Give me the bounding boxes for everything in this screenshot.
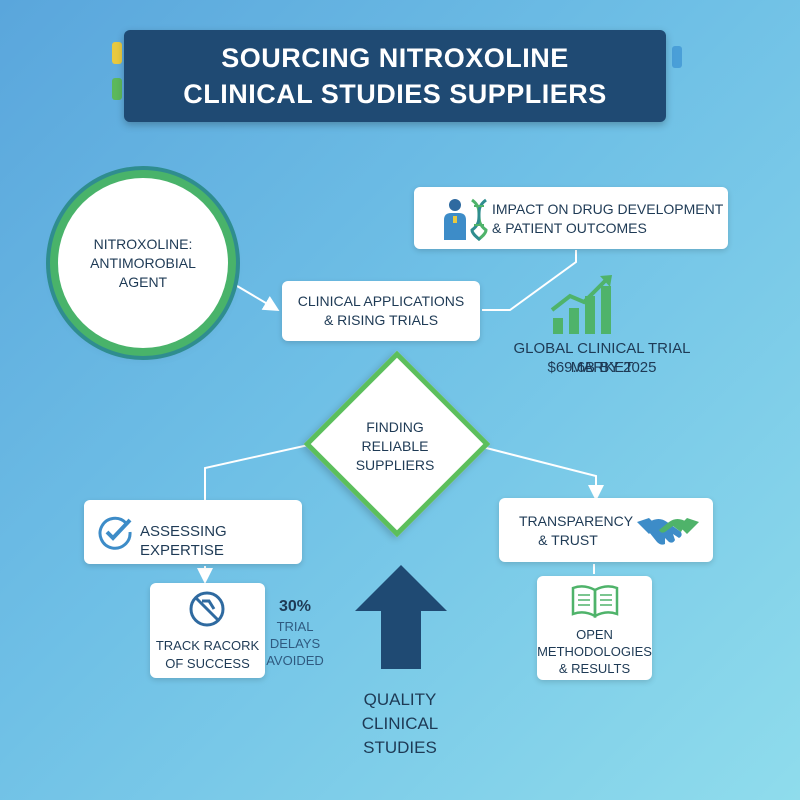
impact-line-2: & PATIENT OUTCOMES (492, 220, 647, 236)
open-book-icon (571, 585, 619, 619)
delays-line-1: TRIAL (276, 619, 314, 634)
finding-line-1: FINDING (366, 419, 424, 435)
agent-line-3: AGENT (118, 273, 168, 290)
track-line-1: TRACK RACORK (155, 638, 260, 653)
open-methodologies-card: OPEN METHODOLOGIES & RESULTS (537, 576, 652, 680)
title-banner: SOURCING NITROXOLINE CLINICAL STUDIES SU… (124, 30, 666, 122)
quality-line-2: CLINICAL (361, 714, 439, 733)
title-tab-yellow (112, 42, 122, 64)
connector-finding-to-expertise (204, 439, 332, 500)
agent-line-1: NITROXOLINE: (93, 235, 193, 252)
market-line-1: GLOBAL CLINICAL TRIAL MARKET (513, 340, 691, 376)
title-tab-green (112, 78, 122, 100)
open-line-2: METHODOLOGIES (537, 644, 652, 659)
up-arrow-icon (355, 565, 447, 669)
clinical-applications-line-1: CLINICAL APPLICATIONS (297, 293, 465, 309)
quality-line-1: QUALITY (363, 690, 437, 709)
finding-line-2: RELIABLE (361, 438, 429, 454)
impact-line-1: IMPACT ON DRUG DEVELOPMENT (492, 201, 724, 217)
agent-line-2: ANTIMOROBIAL (90, 254, 196, 271)
transparency-line-2: & TRUST (538, 532, 598, 548)
transparency-trust-card: TRANSPARENCY & TRUST (499, 498, 713, 562)
connector-finding-to-transparency (454, 439, 604, 501)
market-line-2: $69.6B BY 2025 (547, 359, 657, 376)
check-circle-icon (98, 516, 132, 550)
delays-line-3: AVOIDED (266, 653, 324, 668)
impact-card: IMPACT ON DRUG DEVELOPMENT & PATIENT OUT… (414, 187, 728, 249)
delays-value: 30% (278, 598, 312, 615)
clinical-applications-card: CLINICAL APPLICATIONS & RISING TRIALS (282, 281, 480, 341)
quality-label: QUALITY CLINICAL STUDIES (340, 688, 460, 760)
quality-line-3: STUDIES (363, 738, 437, 757)
delays-line-2: DELAYS (269, 636, 321, 651)
track-line-2: OF SUCCESS (165, 656, 250, 671)
bar-chart-growth-icon (550, 275, 612, 334)
no-entry-icon (189, 591, 225, 627)
person-dna-icon (444, 198, 488, 242)
transparency-line-1: TRANSPARENCY (519, 513, 634, 529)
agent-circle: NITROXOLINE: ANTIMOROBIAL AGENT (58, 178, 228, 348)
open-line-1: OPEN (576, 627, 613, 642)
clinical-applications-line-2: & RISING TRIALS (323, 312, 439, 328)
connector-agent-to-applications (231, 282, 280, 312)
delays-stat: 30% TRIAL DELAYS AVOIDED (262, 596, 328, 669)
assessing-expertise-card: ASSESSING EXPERTISE (84, 500, 302, 564)
title-line-2: CLINICAL STUDIES SUPPLIERS (183, 79, 607, 109)
finding-line-3: SUPPLIERS (355, 457, 435, 473)
open-line-3: & RESULTS (558, 661, 631, 676)
connector-applications-to-impact (482, 250, 577, 311)
title-line-1: SOURCING NITROXOLINE (221, 43, 569, 73)
title-tab-blue (672, 46, 682, 68)
track-record-card: TRACK RACORK OF SUCCESS (150, 583, 265, 678)
expertise-label: ASSESSING EXPERTISE (140, 523, 227, 559)
finding-suppliers-label: FINDING RELIABLE SUPPLIERS (330, 418, 460, 475)
handshake-icon (637, 518, 699, 545)
